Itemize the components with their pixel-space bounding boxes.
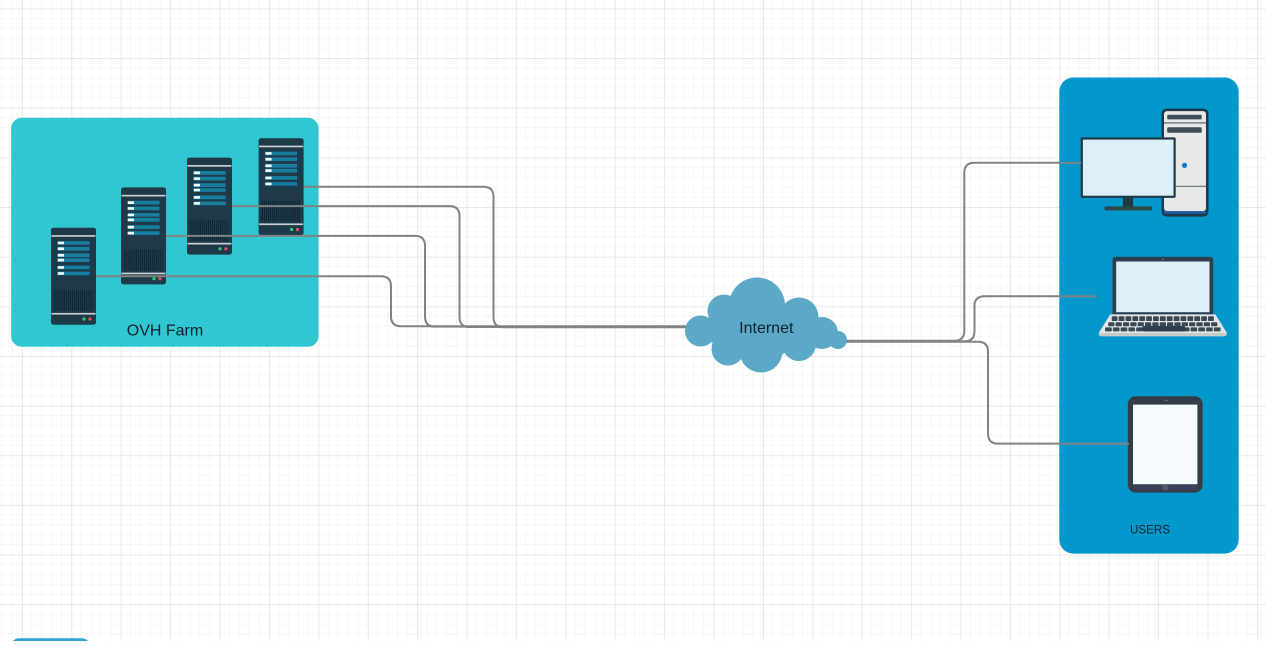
svg-text:Internet: Internet — [739, 320, 794, 337]
svg-text:USERS: USERS — [1130, 524, 1170, 537]
svg-text:OVH Farm: OVH Farm — [127, 323, 203, 340]
